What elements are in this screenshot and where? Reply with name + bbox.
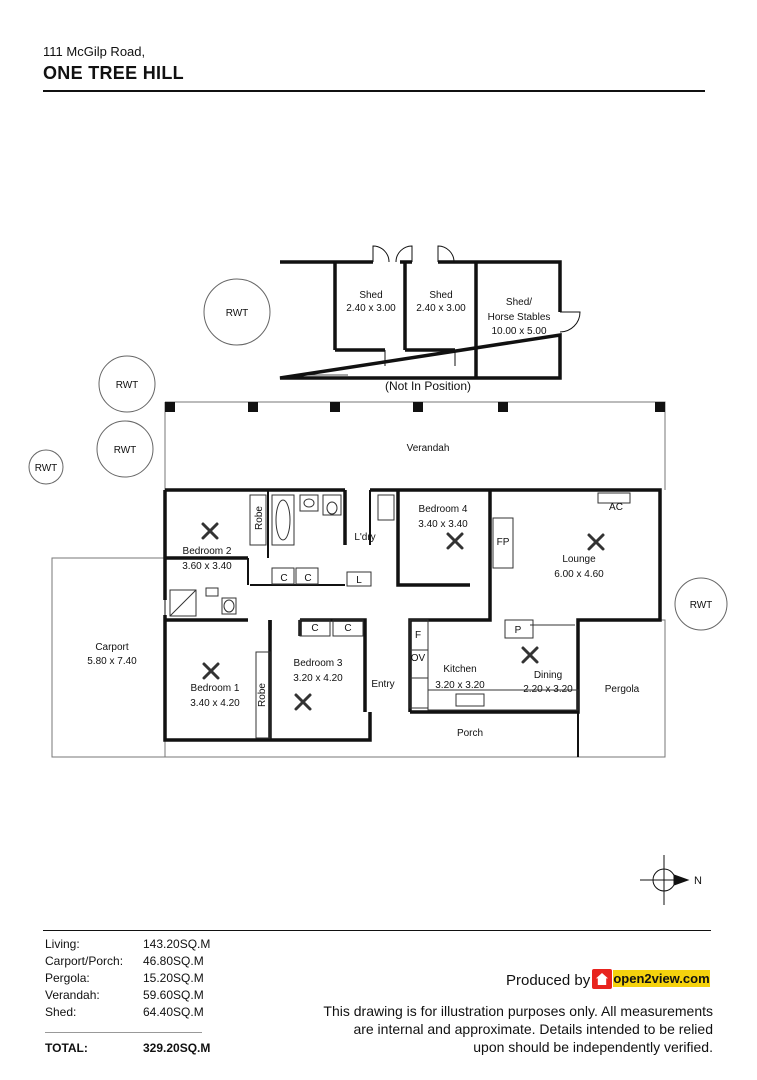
porch-label: Porch: [457, 728, 483, 739]
bedroom-1-name: Bedroom 1: [191, 683, 240, 694]
dining-name: Dining: [534, 670, 562, 681]
disclaimer-line: This drawing is for illustration purpose…: [323, 1003, 713, 1019]
pergola-label: Pergola: [605, 684, 640, 695]
pantry-label: P: [515, 625, 522, 636]
rwt-tank-5: RWT: [674, 577, 728, 631]
shed-block: [279, 245, 581, 380]
not-in-position-note: (Not In Position): [385, 379, 471, 393]
cupboard-label: C: [311, 623, 318, 634]
bedroom-2-name: Bedroom 2: [183, 546, 232, 557]
bedroom-3-size: 3.20 x 4.20: [293, 673, 343, 684]
rwt-tank-2: RWT: [98, 355, 156, 413]
area-label: Carport/Porch:: [45, 954, 124, 968]
rwt-tank-4: RWT: [28, 449, 64, 485]
verandah: [164, 401, 666, 490]
shed-1-name: Shed: [359, 290, 382, 301]
disclaimer-line: upon should be independently verified.: [473, 1039, 713, 1055]
rwt-tank-3: RWT: [96, 420, 154, 478]
bedroom-4-size: 3.40 x 3.40: [418, 519, 468, 530]
stables-name: Shed/: [506, 297, 532, 308]
verandah-label: Verandah: [407, 443, 450, 454]
property-suburb: ONE TREE HILL: [43, 63, 184, 83]
area-value: 59.60SQ.M: [143, 988, 204, 1002]
entry-label: Entry: [371, 679, 394, 690]
linen-label: L: [356, 575, 362, 586]
oven-label: OV: [411, 653, 426, 664]
floor-plan: RWT RWT RWT RWT RWT Shed 2.40 x 3.00 She…: [28, 245, 728, 905]
fixtures: [169, 492, 631, 739]
area-value: 15.20SQ.M: [143, 971, 204, 985]
carport-name: Carport: [95, 642, 129, 653]
stables-size: 10.00 x 5.00: [491, 326, 546, 337]
logo-text: open2view.com: [613, 970, 710, 987]
cupboard-label: C: [280, 573, 287, 584]
robe-top-label: Robe: [254, 506, 265, 530]
kitchen-name: Kitchen: [443, 664, 476, 675]
header-divider: [43, 90, 705, 92]
house-icon: [592, 969, 612, 989]
rwt-tank-1: RWT: [203, 278, 271, 346]
property-address: 111 McGilp Road,: [43, 44, 146, 59]
area-value: 46.80SQ.M: [143, 954, 204, 968]
laundry-label: L'dry: [354, 532, 375, 543]
rwt-label: RWT: [114, 445, 137, 456]
area-value: 143.20SQ.M: [143, 937, 211, 951]
open2view-logo: open2view.com: [592, 969, 710, 989]
rwt-label: RWT: [226, 308, 249, 319]
rwt-label: RWT: [35, 463, 58, 474]
area-row: Shed: 64.40SQ.M: [45, 1005, 210, 1022]
bedroom-3-name: Bedroom 3: [294, 658, 343, 669]
compass-north-icon: [640, 855, 690, 905]
bedroom-4-name: Bedroom 4: [419, 504, 468, 515]
area-row: Pergola: 15.20SQ.M: [45, 971, 210, 988]
shed-1-size: 2.40 x 3.00: [346, 303, 396, 314]
stables-name-2: Horse Stables: [488, 312, 551, 323]
carport: [51, 557, 370, 758]
robe-bottom-label: Robe: [257, 683, 268, 707]
kitchen-size: 3.20 x 3.20: [435, 680, 485, 691]
area-label: Living:: [45, 937, 80, 951]
footer-divider: [43, 930, 711, 931]
area-label: Pergola:: [45, 971, 90, 985]
total-divider: [45, 1032, 202, 1033]
fireplace-label: FP: [497, 537, 510, 548]
bedroom-2-size: 3.60 x 3.40: [182, 561, 232, 572]
lounge-name: Lounge: [562, 554, 596, 565]
area-value: 64.40SQ.M: [143, 1005, 204, 1019]
area-row: Verandah: 59.60SQ.M: [45, 988, 210, 1005]
disclaimer: This drawing is for illustration purpose…: [293, 1002, 713, 1056]
ac-label: AC: [609, 502, 623, 513]
area-row: Living: 143.20SQ.M: [45, 937, 210, 954]
shed-2-name: Shed: [429, 290, 452, 301]
total-row: TOTAL: 329.20SQ.M: [45, 1041, 210, 1055]
rwt-label: RWT: [690, 600, 713, 611]
carport-size: 5.80 x 7.40: [87, 656, 137, 667]
cupboard-label: C: [304, 573, 311, 584]
ceiling-fan-icon: [201, 522, 605, 711]
disclaimer-line: are internal and approximate. Details in…: [353, 1021, 713, 1037]
area-label: Shed:: [45, 1005, 77, 1019]
area-label: Verandah:: [45, 988, 100, 1002]
fridge-label: F: [415, 630, 421, 641]
lounge-size: 6.00 x 4.60: [554, 569, 604, 580]
compass-label: N: [694, 875, 702, 887]
area-summary: Living: 143.20SQ.M Carport/Porch: 46.80S…: [45, 937, 210, 1022]
area-row: Carport/Porch: 46.80SQ.M: [45, 954, 210, 971]
dining-size: 2.20 x 3.20: [523, 684, 573, 695]
bedroom-1-size: 3.40 x 4.20: [190, 698, 240, 709]
cupboard-label: C: [344, 623, 351, 634]
produced-by-text: Produced by: [506, 972, 591, 989]
rwt-label: RWT: [116, 380, 139, 391]
total-label: TOTAL:: [45, 1041, 88, 1055]
shed-2-size: 2.40 x 3.00: [416, 303, 466, 314]
total-value: 329.20SQ.M: [143, 1041, 211, 1055]
